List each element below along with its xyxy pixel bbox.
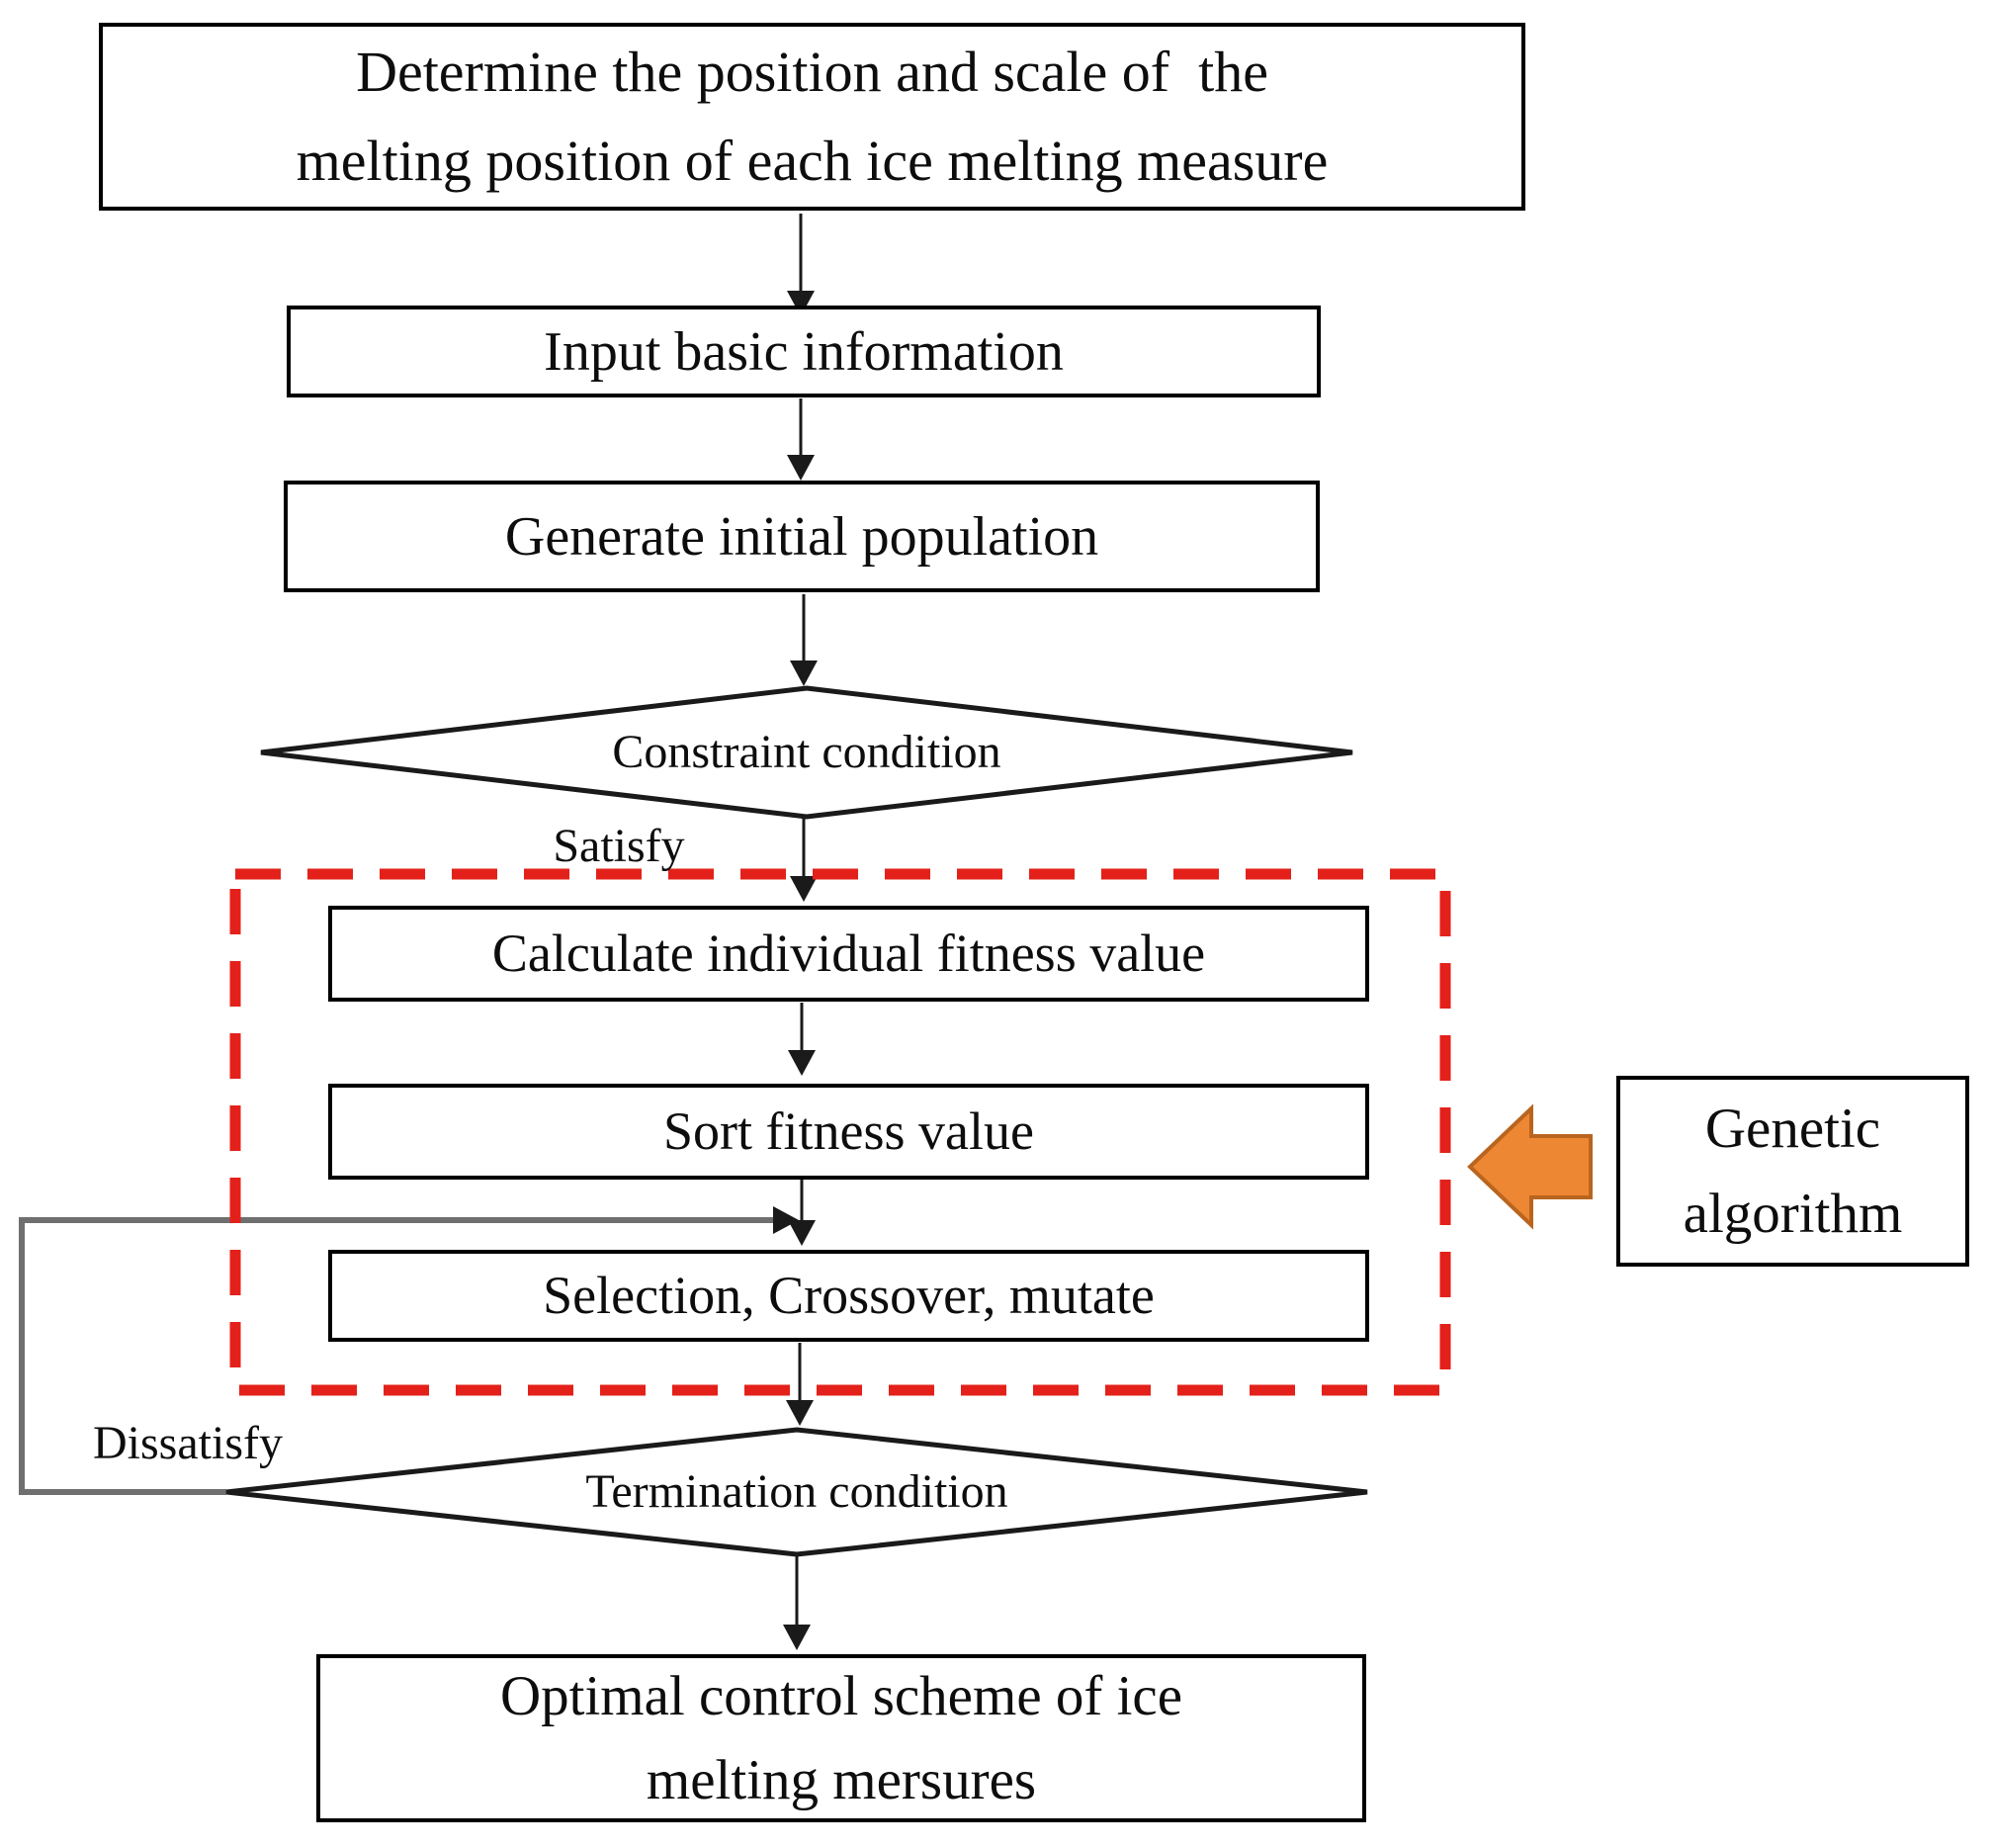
- decision-constraint-diamond: [260, 685, 1353, 820]
- node-generate-initial-population: Generate initial population: [284, 481, 1320, 592]
- feedback-loop-line: [19, 1217, 775, 1495]
- node-determine-position-line-2: melting position of each ice melting mea…: [296, 129, 1329, 193]
- node-input-basic-information-label: Input basic information: [544, 320, 1064, 383]
- feedback-loop-arrowhead: [773, 1206, 799, 1234]
- node-optimal-control-scheme-line-1: Optimal control scheme of ice: [499, 1664, 1183, 1727]
- node-input-basic-information: Input basic information: [287, 306, 1321, 397]
- genetic-algorithm-region-outline: [229, 868, 1451, 1396]
- decision-constraint-condition-label: Constraint condition: [612, 726, 1001, 778]
- node-sort-fitness: Sort fitness value: [328, 1084, 1369, 1180]
- arrowhead-sort-to-selection: [788, 1220, 816, 1246]
- arrowhead-selection-to-termination: [786, 1400, 814, 1426]
- node-genetic-algorithm-line-1: Genetic: [1704, 1098, 1881, 1160]
- arrowhead-input-to-generate: [787, 455, 815, 481]
- decision-termination-diamond: [225, 1427, 1368, 1557]
- node-generate-initial-population-label: Generate initial population: [504, 505, 1099, 568]
- node-selection-crossover-mutate-label: Selection, Crossover, mutate: [543, 1266, 1155, 1325]
- arrowhead-generate-to-constraint: [790, 660, 818, 686]
- arrowhead-calculate-to-sort: [788, 1050, 816, 1076]
- edge-label-satisfy: Satisfy: [553, 820, 685, 872]
- node-determine-position-line-1: Determine the position and scale of the: [356, 40, 1268, 105]
- node-optimal-control-scheme: Optimal control scheme of ice melting me…: [316, 1654, 1366, 1822]
- node-sort-fitness-label: Sort fitness value: [663, 1101, 1034, 1161]
- arrowhead-constraint-to-calculate: [790, 876, 818, 902]
- node-optimal-control-scheme-line-2: melting mersures: [646, 1749, 1037, 1811]
- node-determine-position: Determine the position and scale of the …: [99, 23, 1525, 211]
- node-calculate-fitness-label: Calculate individual fitness value: [491, 924, 1206, 983]
- genetic-algorithm-pointer-arrow: [1467, 1103, 1593, 1230]
- decision-termination-condition-label: Termination condition: [585, 1465, 1008, 1518]
- node-genetic-algorithm-line-2: algorithm: [1683, 1182, 1903, 1245]
- node-calculate-fitness: Calculate individual fitness value: [328, 906, 1369, 1002]
- edge-label-dissatisfy: Dissatisfy: [93, 1417, 283, 1469]
- node-selection-crossover-mutate: Selection, Crossover, mutate: [328, 1250, 1369, 1342]
- arrowhead-determine-to-input: [787, 291, 815, 316]
- arrowhead-termination-to-optimal: [783, 1625, 811, 1650]
- node-genetic-algorithm: Genetic algorithm: [1616, 1076, 1969, 1267]
